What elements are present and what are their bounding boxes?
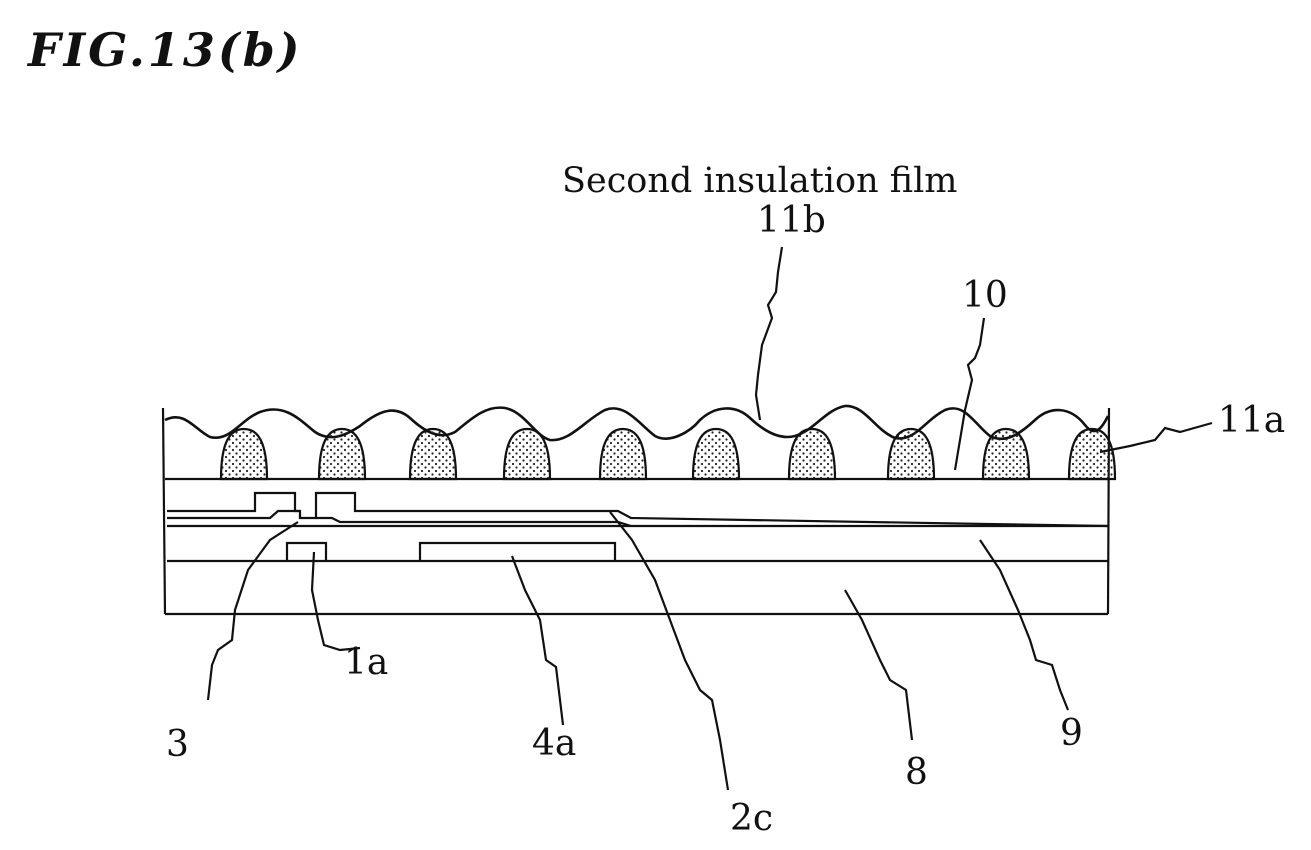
bump-11a: [600, 429, 646, 479]
electrode-4a: [420, 543, 615, 561]
second-insulation-film-caption: Second insulation film: [562, 161, 957, 201]
label-3: 3: [166, 724, 189, 765]
label-8: 8: [905, 752, 928, 793]
leader-3: [208, 522, 298, 700]
figure-title: FIG.13(b): [26, 23, 303, 77]
bump-11a: [410, 429, 456, 479]
bump-group: [221, 429, 1115, 479]
bump-11a: [888, 429, 934, 479]
leader-8: [845, 590, 912, 740]
contact-3-lower: [300, 515, 631, 526]
electrode-1a: [287, 543, 326, 561]
bump-11a: [221, 429, 267, 479]
leader-4a: [512, 556, 563, 725]
electrode-left: [167, 493, 300, 511]
label-4a: 4a: [532, 723, 576, 764]
leader-11a: [1100, 423, 1212, 452]
bump-11a: [693, 429, 739, 479]
leader-9: [980, 540, 1068, 710]
leader-11b: [756, 247, 782, 420]
leader-1a: [312, 552, 360, 650]
label-10: 10: [962, 275, 1008, 316]
left-edge: [163, 408, 165, 614]
leader-2c: [610, 512, 728, 790]
label-2c: 2c: [730, 798, 773, 839]
label-1a: 1a: [344, 642, 388, 683]
label-11a: 11a: [1218, 400, 1285, 441]
label-11b: 11b: [757, 200, 826, 241]
leader-10: [955, 318, 984, 470]
label-9: 9: [1060, 713, 1083, 754]
